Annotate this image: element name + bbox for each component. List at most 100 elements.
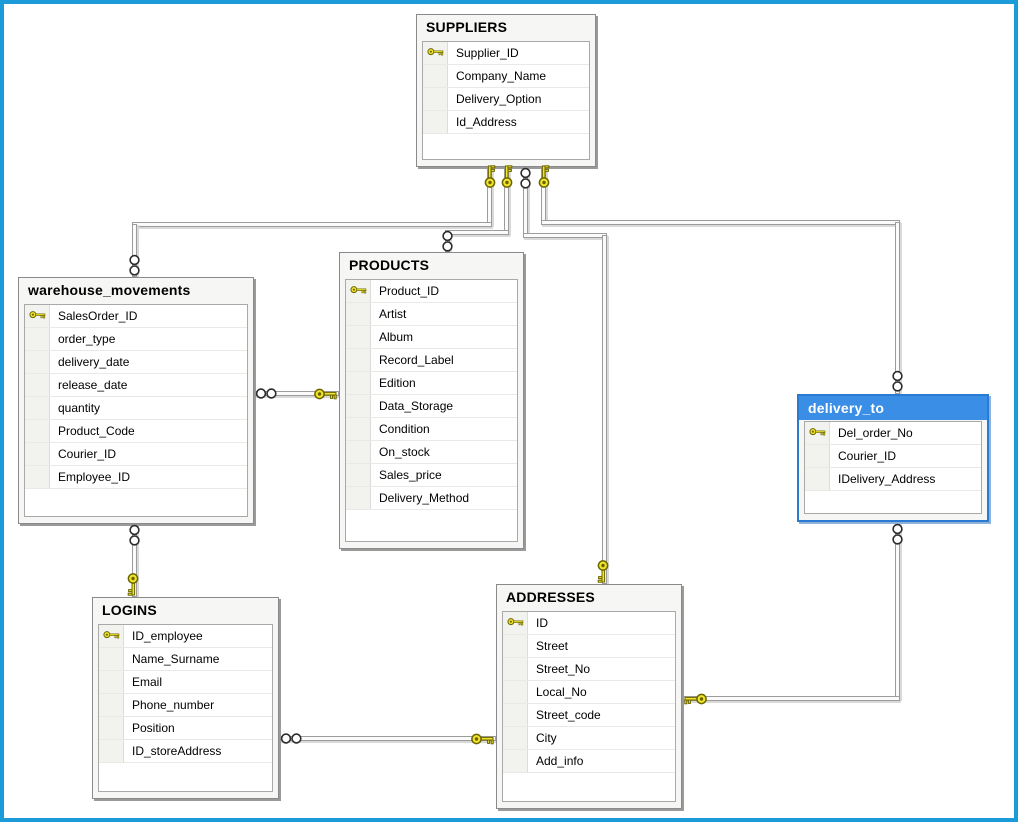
field-name: Product_Code: [58, 424, 135, 438]
field-row[interactable]: Courier_ID: [805, 445, 981, 468]
table-warehouse-movements[interactable]: warehouse_movements SalesOrder_ID: [18, 277, 254, 524]
table-logins[interactable]: LOGINS ID_employee: [92, 597, 279, 799]
field-row[interactable]: City: [503, 727, 675, 750]
table-products-grid: Product_ID Artist: [345, 279, 518, 542]
field-row[interactable]: Edition: [346, 372, 517, 395]
field-name: Employee_ID: [58, 470, 131, 484]
pk-cell: [503, 750, 528, 772]
pk-cell: [346, 349, 371, 371]
field-row[interactable]: release_date: [25, 374, 247, 397]
primary-key-icon: [102, 627, 120, 645]
field-name: Phone_number: [132, 698, 215, 712]
pk-cell: [346, 372, 371, 394]
table-delivery-to[interactable]: delivery_to Del_order_No: [797, 394, 989, 522]
pk-cell: [805, 422, 830, 444]
field-row[interactable]: Courier_ID: [25, 443, 247, 466]
table-logins-grid: ID_employee Name_Surname: [98, 624, 273, 792]
table-suppliers-title[interactable]: SUPPLIERS: [426, 19, 508, 35]
field-row[interactable]: IDelivery_Address: [805, 468, 981, 491]
field-name: Del_order_No: [838, 426, 913, 440]
table-products-title[interactable]: PRODUCTS: [349, 257, 430, 273]
field-row[interactable]: Artist: [346, 303, 517, 326]
table-products[interactable]: PRODUCTS Product_ID: [339, 252, 524, 549]
field-name: Email: [132, 675, 163, 689]
field-row[interactable]: Add_info: [503, 750, 675, 773]
table-suppliers-grid: Supplier_ID Company_Name: [422, 41, 590, 160]
field-row[interactable]: Product_Code: [25, 420, 247, 443]
pk-cell: [99, 625, 124, 647]
field-row[interactable]: Sales_price: [346, 464, 517, 487]
many-end-infinity-icon: [128, 254, 141, 282]
field-name: Street: [536, 639, 569, 653]
pk-cell: [423, 88, 448, 110]
field-row[interactable]: Product_ID: [346, 280, 517, 303]
field-row[interactable]: Del_order_No: [805, 422, 981, 445]
one-end-key-icon: [471, 732, 495, 745]
field-row[interactable]: Record_Label: [346, 349, 517, 372]
table-delivery-to-title[interactable]: delivery_to: [799, 396, 987, 420]
field-row[interactable]: Data_Storage: [346, 395, 517, 418]
field-row[interactable]: Company_Name: [423, 65, 589, 88]
field-name: Courier_ID: [838, 449, 897, 463]
pk-cell: [423, 42, 448, 64]
field-name: Position: [132, 721, 175, 735]
field-row[interactable]: delivery_date: [25, 351, 247, 374]
field-row[interactable]: quantity: [25, 397, 247, 420]
primary-key-icon: [28, 307, 46, 325]
pk-cell: [346, 395, 371, 417]
field-row[interactable]: Street: [503, 635, 675, 658]
field-row[interactable]: ID: [503, 612, 675, 635]
field-name: Courier_ID: [58, 447, 117, 461]
field-row[interactable]: Delivery_Option: [423, 88, 589, 111]
pk-cell: [346, 464, 371, 486]
field-row[interactable]: Phone_number: [99, 694, 272, 717]
field-row[interactable]: Supplier_ID: [423, 42, 589, 65]
field-row[interactable]: On_stock: [346, 441, 517, 464]
table-addresses-title[interactable]: ADDRESSES: [506, 589, 595, 605]
one-end-key-icon: [500, 164, 513, 188]
field-name: IDelivery_Address: [838, 472, 936, 486]
field-name: ID: [536, 616, 548, 630]
field-row[interactable]: Id_Address: [423, 111, 589, 134]
pk-cell: [25, 397, 50, 419]
primary-key-icon: [506, 614, 524, 632]
field-row[interactable]: order_type: [25, 328, 247, 351]
field-row[interactable]: Street_No: [503, 658, 675, 681]
many-end-infinity-icon: [891, 523, 904, 551]
field-row[interactable]: Delivery_Method: [346, 487, 517, 510]
field-name: Local_No: [536, 685, 587, 699]
field-name: release_date: [58, 378, 128, 392]
field-row[interactable]: Name_Surname: [99, 648, 272, 671]
one-end-key-icon: [127, 573, 140, 597]
primary-key-icon: [426, 44, 444, 62]
field-row[interactable]: Email: [99, 671, 272, 694]
field-name: Product_ID: [379, 284, 440, 298]
many-end-infinity-icon: [519, 167, 532, 195]
table-suppliers[interactable]: SUPPLIERS Supplier_ID: [416, 14, 596, 167]
pk-cell: [99, 648, 124, 670]
one-end-key-icon: [483, 164, 496, 188]
field-row[interactable]: ID_storeAddress: [99, 740, 272, 763]
field-name: Add_info: [536, 754, 584, 768]
one-end-key-icon: [597, 560, 610, 584]
field-row[interactable]: Local_No: [503, 681, 675, 704]
pk-cell: [346, 418, 371, 440]
field-name: Supplier_ID: [456, 46, 519, 60]
table-warehouse-movements-title[interactable]: warehouse_movements: [28, 282, 191, 298]
field-row[interactable]: ID_employee: [99, 625, 272, 648]
pk-cell: [99, 740, 124, 762]
one-end-key-icon: [314, 387, 338, 400]
many-end-infinity-icon: [255, 387, 278, 405]
pk-cell: [805, 468, 830, 490]
field-row[interactable]: Employee_ID: [25, 466, 247, 489]
table-logins-title[interactable]: LOGINS: [102, 602, 157, 618]
field-row[interactable]: SalesOrder_ID: [25, 305, 247, 328]
field-name: SalesOrder_ID: [58, 309, 138, 323]
field-row[interactable]: Album: [346, 326, 517, 349]
field-row[interactable]: Street_code: [503, 704, 675, 727]
field-name: Condition: [379, 422, 430, 436]
field-row[interactable]: Condition: [346, 418, 517, 441]
table-addresses[interactable]: ADDRESSES ID: [496, 584, 682, 809]
field-row[interactable]: Position: [99, 717, 272, 740]
pk-cell: [805, 445, 830, 467]
